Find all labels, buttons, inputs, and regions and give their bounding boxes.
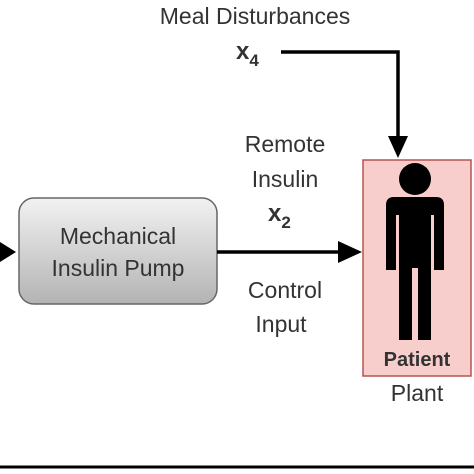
pump-label-line1: Mechanical	[60, 223, 176, 249]
remote-insulin-symbol-subscript: 2	[281, 213, 290, 232]
meal-disturbances-label: Meal Disturbances	[160, 3, 350, 29]
remote-insulin-label-line1: Remote	[245, 131, 326, 157]
patient-label: Patient	[384, 349, 451, 371]
remote-insulin-symbol: x2	[268, 200, 291, 232]
pump-label-line2: Insulin Pump	[52, 255, 185, 281]
plant-label: Plant	[391, 380, 444, 406]
meal-disturbance-symbol-subscript: 4	[249, 51, 259, 70]
meal-disturbance-arrowhead	[388, 136, 408, 158]
meal-disturbance-symbol-x: x	[236, 38, 250, 65]
meal-disturbance-arrow	[281, 50, 400, 138]
person-icon	[386, 163, 444, 340]
control-input-arrowhead	[338, 241, 362, 263]
control-input-label-line1: Control	[248, 277, 322, 303]
remote-insulin-symbol-x: x	[268, 200, 282, 227]
input-arrowhead-left	[0, 242, 16, 262]
control-input-label-line2: Input	[255, 311, 307, 337]
remote-insulin-label-line2: Insulin	[252, 166, 318, 192]
meal-disturbance-symbol: x4	[236, 38, 259, 70]
mechanical-insulin-pump-box	[18, 197, 218, 305]
